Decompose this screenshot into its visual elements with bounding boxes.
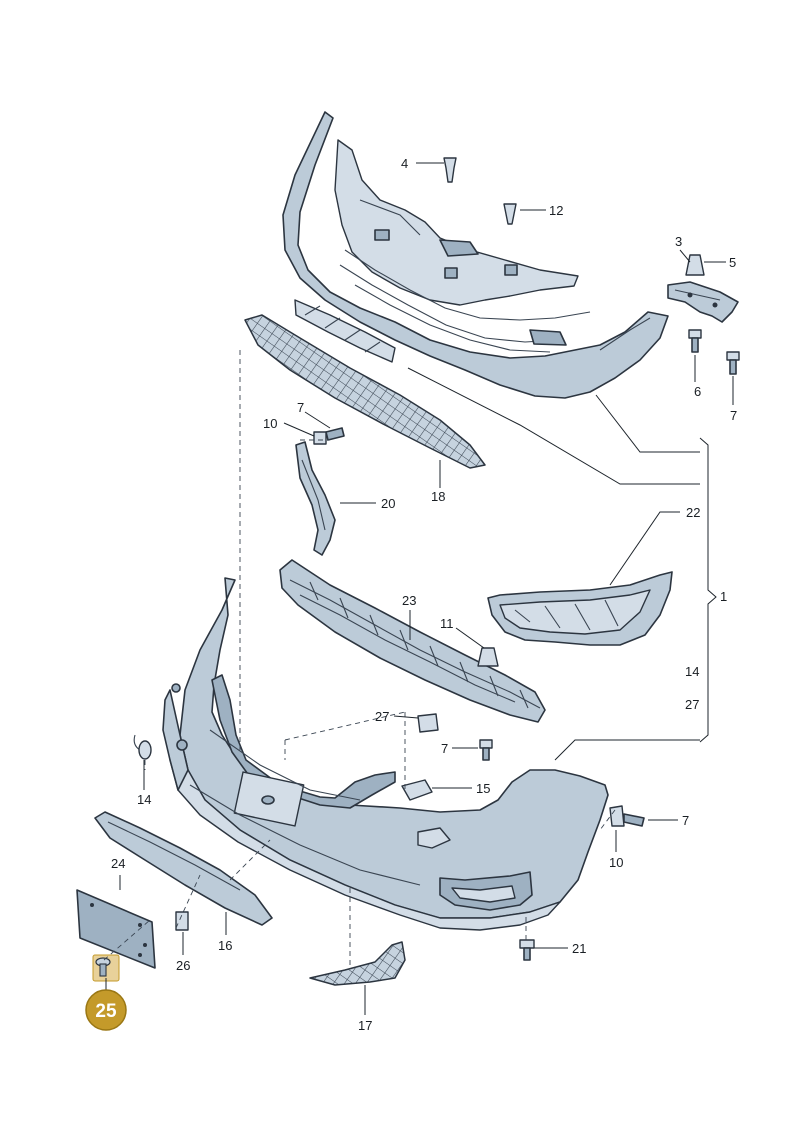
callout-14-a[interactable]: 14 <box>685 664 699 679</box>
callout-10-b[interactable]: 10 <box>609 855 623 870</box>
callout-21[interactable]: 21 <box>572 941 586 956</box>
upper-grille <box>244 314 486 469</box>
highlighted-screw-25: 25 <box>85 954 127 1031</box>
highlight-label: 25 <box>95 1001 117 1022</box>
grille-slats <box>294 299 396 363</box>
callout-3[interactable]: 3 <box>675 234 682 249</box>
callout-26[interactable]: 26 <box>176 958 190 973</box>
lower-trim-strip <box>94 811 273 926</box>
licence-plate-holder <box>76 889 156 969</box>
callout-27-b[interactable]: 27 <box>375 709 389 724</box>
callout-labels: 1 3 4 5 6 7 7 7 7 10 10 11 12 14 14 15 1… <box>111 156 737 1033</box>
callout-7-d[interactable]: 7 <box>682 813 689 828</box>
callout-16[interactable]: 16 <box>218 938 232 953</box>
callout-15[interactable]: 15 <box>476 781 490 796</box>
callout-7-c[interactable]: 7 <box>441 741 448 756</box>
callout-4[interactable]: 4 <box>401 156 408 171</box>
fog-grille-insert <box>487 571 673 646</box>
assembly-dashed-lines <box>103 350 616 965</box>
callout-7-b[interactable]: 7 <box>297 400 304 415</box>
callout-23[interactable]: 23 <box>402 593 416 608</box>
bumper-carrier <box>282 111 669 399</box>
leader-lines <box>119 162 734 1015</box>
callout-24[interactable]: 24 <box>111 856 125 871</box>
callout-17[interactable]: 17 <box>358 1018 372 1033</box>
callout-18[interactable]: 18 <box>431 489 445 504</box>
callout-1[interactable]: 1 <box>720 589 727 604</box>
fasteners <box>133 157 740 961</box>
bumper-cover <box>162 577 609 931</box>
side-bracket <box>667 281 739 323</box>
callout-22[interactable]: 22 <box>686 505 700 520</box>
callout-12[interactable]: 12 <box>549 203 563 218</box>
callout-10-a[interactable]: 10 <box>263 416 277 431</box>
impact-absorber <box>279 559 546 723</box>
callout-7-a[interactable]: 7 <box>730 408 737 423</box>
group-bracket <box>407 367 717 761</box>
lower-side-grille <box>309 941 406 986</box>
callout-5[interactable]: 5 <box>729 255 736 270</box>
callout-14-b[interactable]: 14 <box>137 792 151 807</box>
callout-20[interactable]: 20 <box>381 496 395 511</box>
highlight-badge[interactable] <box>85 989 127 1031</box>
callout-6[interactable]: 6 <box>694 384 701 399</box>
callout-11[interactable]: 11 <box>440 616 454 631</box>
bracket-vertical <box>295 441 336 556</box>
callout-27-a[interactable]: 27 <box>685 697 699 712</box>
